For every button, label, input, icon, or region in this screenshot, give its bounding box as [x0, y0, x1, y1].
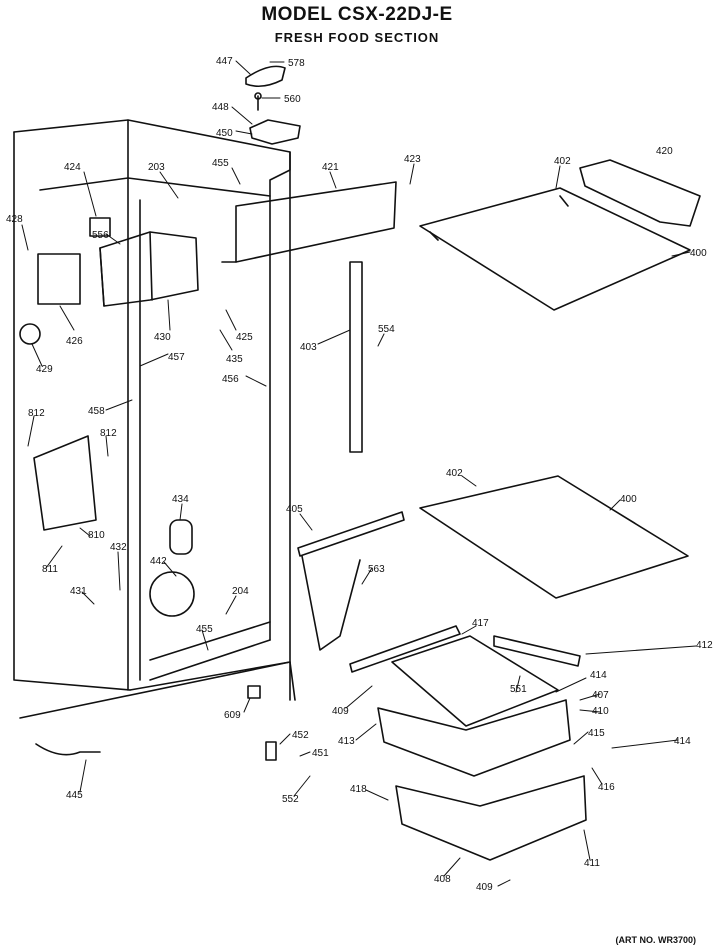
part-label-560: 560 — [284, 94, 301, 105]
part-label-563: 563 — [368, 564, 385, 575]
part-labels: 447 578 448 560 450 424 203 455 421 423 … — [6, 56, 713, 893]
part-label-435: 435 — [226, 354, 243, 365]
part-label-415: 415 — [588, 728, 605, 739]
roller-609 — [247, 685, 261, 699]
diagram-subtitle: FRESH FOOD SECTION — [274, 30, 440, 45]
part-label-408: 408 — [434, 874, 451, 885]
part-label-403: 403 — [300, 342, 317, 353]
part-label-414-upper: 414 — [590, 670, 607, 681]
part-label-430: 430 — [154, 332, 171, 343]
part-label-551: 551 — [510, 684, 527, 695]
part-label-407: 407 — [592, 690, 609, 701]
fan-442 — [149, 571, 195, 617]
part-label-429: 429 — [36, 364, 53, 375]
part-label-451: 451 — [312, 748, 329, 759]
part-label-417: 417 — [472, 618, 489, 629]
part-label-455-bottom: 455 — [196, 624, 213, 635]
part-label-458: 458 — [88, 406, 105, 417]
shelf-bin-420 — [579, 159, 701, 227]
light-socket — [19, 323, 41, 345]
part-label-414-right: 414 — [674, 736, 691, 747]
part-label-811: 811 — [42, 564, 58, 575]
part-label-428: 428 — [6, 214, 23, 225]
part-label-418: 418 — [350, 784, 367, 795]
light-lens-434 — [169, 519, 193, 555]
crisper-drawer-upper — [377, 699, 571, 777]
part-label-455-top: 455 — [212, 158, 229, 169]
hinge-screw — [254, 92, 262, 111]
part-label-400-upper: 400 — [690, 248, 707, 259]
cover-plate-810 — [33, 435, 97, 531]
part-label-409-lower: 409 — [476, 882, 493, 893]
part-label-554: 554 — [378, 324, 395, 335]
control-panel-421 — [221, 181, 397, 263]
part-label-409-upper: 409 — [332, 706, 349, 717]
part-label-442: 442 — [150, 556, 167, 567]
part-label-431: 431 — [70, 586, 87, 597]
part-label-421: 421 — [322, 162, 339, 173]
part-label-412: 412 — [696, 640, 713, 651]
crisper-cover-405 — [297, 511, 405, 651]
part-label-203: 203 — [148, 162, 165, 173]
part-label-456: 456 — [222, 374, 239, 385]
part-label-400-lower: 400 — [620, 494, 637, 505]
part-label-452: 452 — [292, 730, 309, 741]
rail-417 — [349, 625, 461, 673]
part-label-411: 411 — [584, 858, 600, 869]
power-cord-445 — [35, 743, 101, 756]
cabinet-liner — [13, 119, 296, 719]
part-label-405: 405 — [286, 504, 303, 515]
part-label-434: 434 — [172, 494, 189, 505]
rail-412 — [493, 635, 581, 667]
part-label-556: 556 — [92, 230, 109, 241]
upper-shelf — [419, 187, 691, 311]
part-label-457: 457 — [168, 352, 185, 363]
part-label-810: 810 — [88, 530, 105, 541]
bracket-452 — [265, 741, 277, 761]
part-label-425: 425 — [236, 332, 253, 343]
part-label-552: 552 — [282, 794, 299, 805]
part-label-413: 413 — [338, 736, 355, 747]
part-label-578: 578 — [288, 58, 305, 69]
part-label-420: 420 — [656, 146, 673, 157]
part-label-424: 424 — [64, 162, 81, 173]
control-housing — [99, 231, 199, 307]
lower-shelf — [419, 475, 689, 599]
part-label-402-upper: 402 — [554, 156, 571, 167]
part-label-426: 426 — [66, 336, 83, 347]
part-label-432: 432 — [110, 542, 127, 553]
part-label-448: 448 — [212, 102, 229, 113]
part-label-812-left: 812 — [28, 408, 45, 419]
part-label-812-right: 812 — [100, 428, 117, 439]
part-label-410: 410 — [592, 706, 609, 717]
crisper-glass-cover — [391, 635, 559, 727]
art-number: (ART NO. WR3700) — [615, 935, 696, 945]
part-label-402-lower: 402 — [446, 468, 463, 479]
switch-block — [89, 217, 111, 237]
thermostat-box — [37, 253, 81, 305]
shelf-track-403 — [349, 261, 363, 453]
crisper-drawer-lower — [395, 775, 587, 861]
diagram-title: MODEL CSX-22DJ-E — [261, 4, 453, 25]
part-label-609: 609 — [224, 710, 241, 721]
part-label-447: 447 — [216, 56, 233, 67]
part-label-416: 416 — [598, 782, 615, 793]
hinge-cover — [245, 65, 286, 88]
part-label-423: 423 — [404, 154, 421, 165]
part-label-450: 450 — [216, 128, 233, 139]
part-label-204: 204 — [232, 586, 249, 597]
leader-lines — [21, 60, 697, 887]
part-label-445: 445 — [66, 790, 83, 801]
hinge-bracket — [249, 119, 301, 145]
